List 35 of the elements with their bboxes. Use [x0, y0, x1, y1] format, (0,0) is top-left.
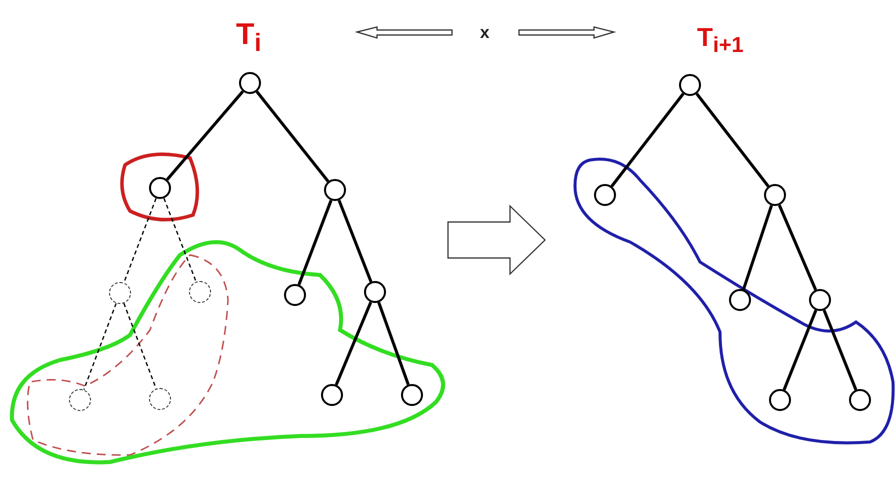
tree-node [594, 184, 616, 206]
tree-node [849, 389, 871, 411]
tree-node [321, 384, 343, 406]
dashed-edge [123, 198, 157, 283]
dashed-edge [163, 198, 197, 282]
tree-node [809, 289, 831, 311]
tree-edge [696, 92, 770, 188]
tree-node [239, 72, 261, 94]
tree-node [769, 389, 791, 411]
tree-edge [334, 302, 372, 386]
dashed-tree-node [69, 389, 91, 411]
tree-node [149, 177, 171, 199]
dashed-tree-node [189, 281, 211, 303]
tree-node [324, 179, 346, 201]
tree-edge [742, 204, 773, 290]
tree-node [364, 281, 386, 303]
tree-edge [256, 90, 330, 182]
tree-node [679, 74, 701, 96]
tree-node [284, 284, 306, 306]
tree-edge [782, 310, 818, 390]
dashed-tree-node [149, 388, 171, 410]
tree-edge [377, 302, 410, 386]
tree-edge [610, 92, 684, 188]
tree-edge [338, 200, 372, 282]
tree-node [729, 289, 751, 311]
dashed-tree-node [109, 282, 131, 304]
variable-label: x [480, 24, 490, 41]
tree-label: T$_{i}$ [236, 20, 262, 56]
tree-node [401, 384, 423, 406]
tree-edge [166, 90, 244, 181]
dashed-edge [83, 303, 117, 390]
tree-edge [822, 310, 858, 390]
tree-label: T$_{i+1}$ [697, 24, 744, 56]
tree-edge [778, 204, 818, 290]
tree-node [764, 184, 786, 206]
